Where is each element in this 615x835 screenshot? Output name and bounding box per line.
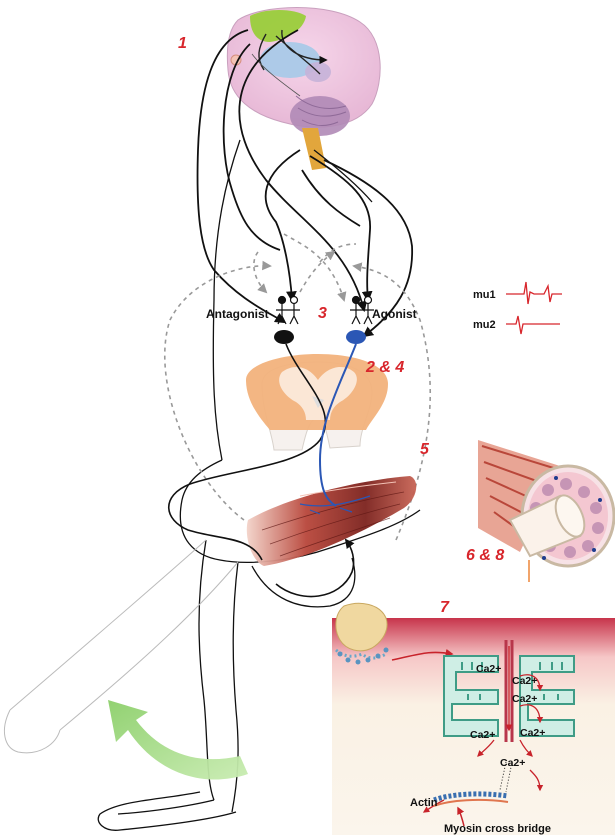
ca-label-6: Ca2+	[500, 757, 525, 769]
pointer-stub	[528, 560, 530, 582]
step-1-label: 1	[178, 35, 187, 52]
mu2-trace	[506, 316, 560, 334]
agonist-motor-neuron	[346, 330, 366, 344]
brain	[227, 8, 380, 171]
ca-label-5: Ca2+	[520, 727, 545, 739]
step-2-4-label: 2 & 4	[365, 359, 404, 376]
antagonist-label: Antagonist	[206, 307, 269, 321]
ca-label-1: Ca2+	[476, 663, 501, 675]
step-6-8-label: 6 & 8	[466, 547, 504, 564]
mu2-label: mu2	[473, 319, 496, 331]
antagonist-motor-neuron	[274, 330, 294, 344]
ca-label-3: Ca2+	[512, 693, 537, 705]
step-7-label: 7	[440, 599, 450, 616]
mu1-trace	[506, 282, 562, 304]
actin-label: Actin	[410, 797, 438, 809]
mu1-label: mu1	[473, 289, 496, 301]
excitation-contraction-panel	[332, 603, 615, 835]
leg-extension-arrow	[108, 700, 248, 780]
step-5-label: 5	[420, 441, 430, 458]
agonist-label: Agonist	[372, 307, 417, 321]
thigh-muscle	[247, 476, 416, 566]
ca-label-2: Ca2+	[512, 675, 537, 687]
myosin-cross-bridge-label: Myosin cross bridge	[444, 823, 551, 835]
antagonist-interneurons	[276, 297, 300, 325]
step-3-label: 3	[318, 305, 327, 322]
ca-label-4: Ca2+	[470, 729, 495, 741]
